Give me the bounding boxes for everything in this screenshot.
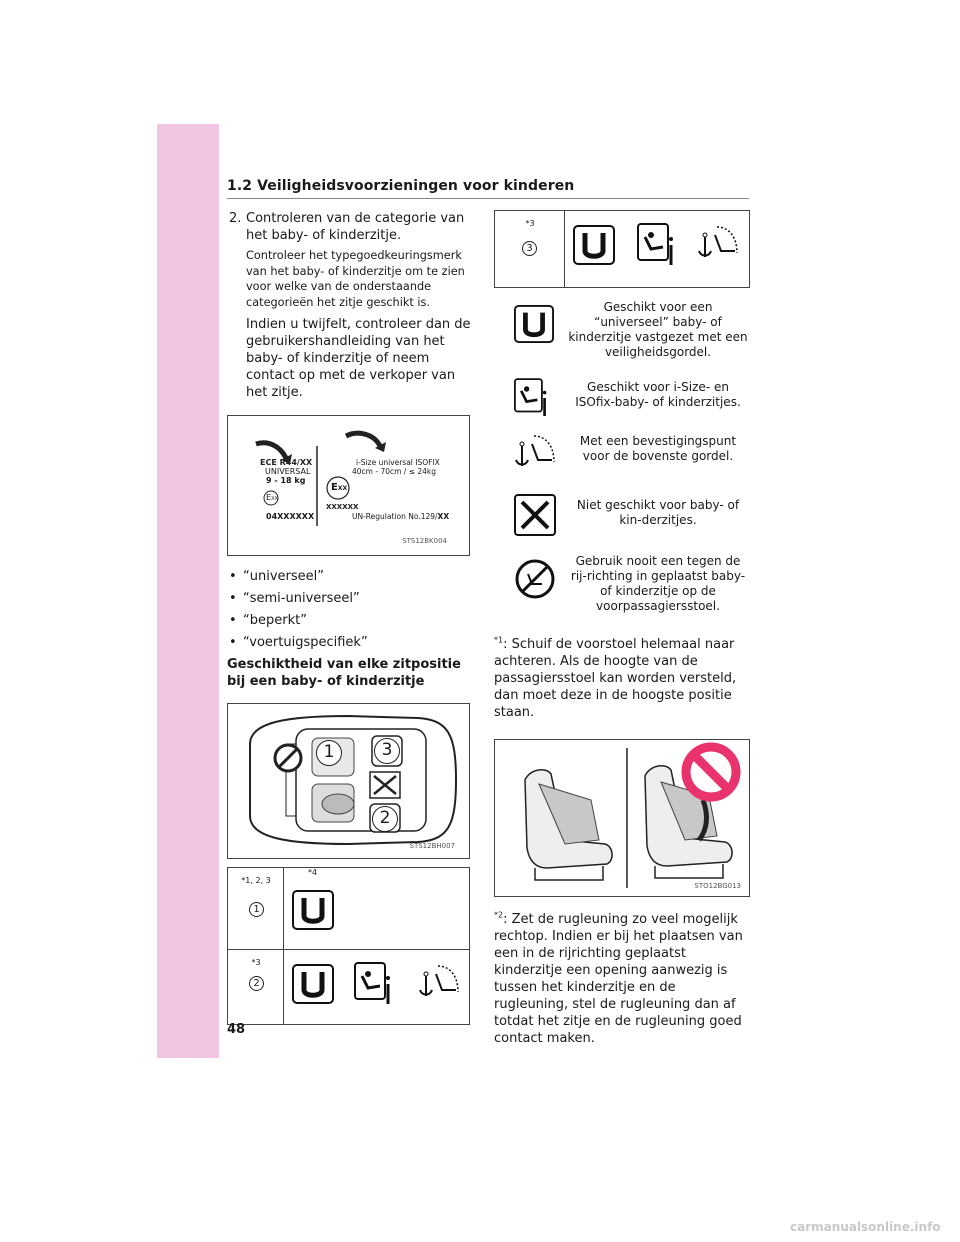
universal-text: UNIVERSAL <box>265 467 311 476</box>
isize-range: 40cm - 70cm / ≤ 24kg <box>352 467 437 476</box>
section-header: 1.2 Veiligheidsvoorzieningen voor kinder… <box>227 178 575 194</box>
seat-3-table: *3 3 <box>494 210 750 288</box>
figure-code: STS12BH007 <box>409 842 456 850</box>
seat-suitability-table: *1, 2, 3 1 *4 *3 2 <box>227 867 470 1025</box>
seatback-figure: STO12BG013 <box>494 739 750 897</box>
right-column: *3 3 <box>494 210 750 1047</box>
row-label: *3 2 <box>228 950 284 1024</box>
position-circle: 1 <box>249 902 264 917</box>
table-row: *3 2 <box>228 950 469 1024</box>
universal-u-icon <box>573 225 615 265</box>
seat-position-2: 2 <box>372 806 398 832</box>
seat-position-1: 1 <box>316 740 342 766</box>
universal-u-icon <box>292 890 334 930</box>
table-row: *1, 2, 3 1 *4 <box>228 868 469 950</box>
legend-item: Geschikt voor i-Size- en ISOfix-baby- of… <box>494 370 750 432</box>
no-rear-facing-icon <box>515 559 555 599</box>
seatback-drawing <box>524 742 741 888</box>
list-item: “semi-universeel” <box>227 590 472 607</box>
header-rule <box>227 198 749 199</box>
step-2-title: 2. Controleren van de categorie van het … <box>229 211 465 243</box>
chapter-tab <box>157 124 219 1058</box>
isofix-seat-icon <box>637 223 673 265</box>
universal-u-icon <box>514 304 554 344</box>
not-suitable-x-icon <box>514 494 556 536</box>
code-left: 04XXXXXX <box>266 512 315 521</box>
row-label: *1, 2, 3 1 <box>228 868 284 949</box>
seating-positions-figure: 1 3 2 STS12BH007 <box>227 703 470 859</box>
ece-xx: XX <box>299 458 313 467</box>
isize-title: i-Size universal ISOFIX <box>356 458 440 467</box>
position-circle: 2 <box>249 976 264 991</box>
list-item: “voertuigspecifiek” <box>227 634 472 651</box>
position-circle: 3 <box>522 241 537 256</box>
legend-item: Geschikt voor een “universeel” baby- of … <box>494 300 750 370</box>
e-mark-sub: XX <box>271 496 278 502</box>
footnote-mark: *4 <box>308 868 318 877</box>
top-tether-anchor-icon <box>515 435 555 466</box>
isofix-seat-icon <box>514 378 547 416</box>
seat-position-3: 3 <box>374 738 400 764</box>
ece-line: ECE R44/ <box>260 458 300 467</box>
car-topview-drawing <box>249 714 458 846</box>
e-mark-right-sub: XX <box>337 485 348 492</box>
top-tether-anchor-icon <box>419 965 459 996</box>
legend-item: Gebruik nooit een tegen de rij-richting … <box>494 554 750 632</box>
step-2-sub: Controleer het typegoedkeuringsmerk van … <box>246 249 465 309</box>
left-column: 2. Controleren van de categorie van het … <box>227 210 472 1025</box>
legend-item: Niet geschikt voor baby- of kin-derzitje… <box>494 492 750 554</box>
suitability-heading: Geschiktheid van elke zitpositie bij een… <box>227 657 461 689</box>
isofix-seat-icon <box>354 962 390 1004</box>
figure-code: STO12BG013 <box>694 882 741 890</box>
weight-text: 9 - 18 kg <box>266 476 306 485</box>
footnote-1: *1: Schuif de voorstoel helemaal naar ac… <box>494 635 737 720</box>
approval-label-figure: ECE R44/XX UNIVERSAL 9 - 18 kg EXX 04XXX… <box>227 415 470 556</box>
icon-legend: Geschikt voor een “universeel” baby- of … <box>494 300 750 632</box>
code-right: XXXXXX <box>326 503 359 511</box>
e-mark-right: E <box>331 482 338 493</box>
top-tether-anchor-icon <box>698 226 738 257</box>
row-label: *3 3 <box>495 211 565 287</box>
legend-item: Met een bevestigingspunt voor de bovenst… <box>494 432 750 492</box>
figure-code: STS12BK004 <box>402 537 447 545</box>
approval-label-drawing <box>255 430 386 526</box>
universal-u-icon <box>292 964 334 1004</box>
list-item: “beperkt” <box>227 612 472 629</box>
watermark: carmanualsonline.info <box>790 1220 941 1234</box>
regulation-text: UN-Regulation No.129/ <box>352 512 438 521</box>
step-2-body: Indien u twijfelt, controleer dan de geb… <box>246 317 471 400</box>
category-list: “universeel” “semi-universeel” “beperkt”… <box>227 568 472 651</box>
e-mark: E <box>266 493 272 502</box>
footnote-2: *2: Zet de rugleuning zo veel mogelijk r… <box>494 910 743 1046</box>
list-item: “universeel” <box>227 568 472 585</box>
page-number: 48 <box>227 1022 246 1037</box>
regulation-xx: XX <box>437 512 450 521</box>
table-row: *3 3 <box>495 211 749 287</box>
